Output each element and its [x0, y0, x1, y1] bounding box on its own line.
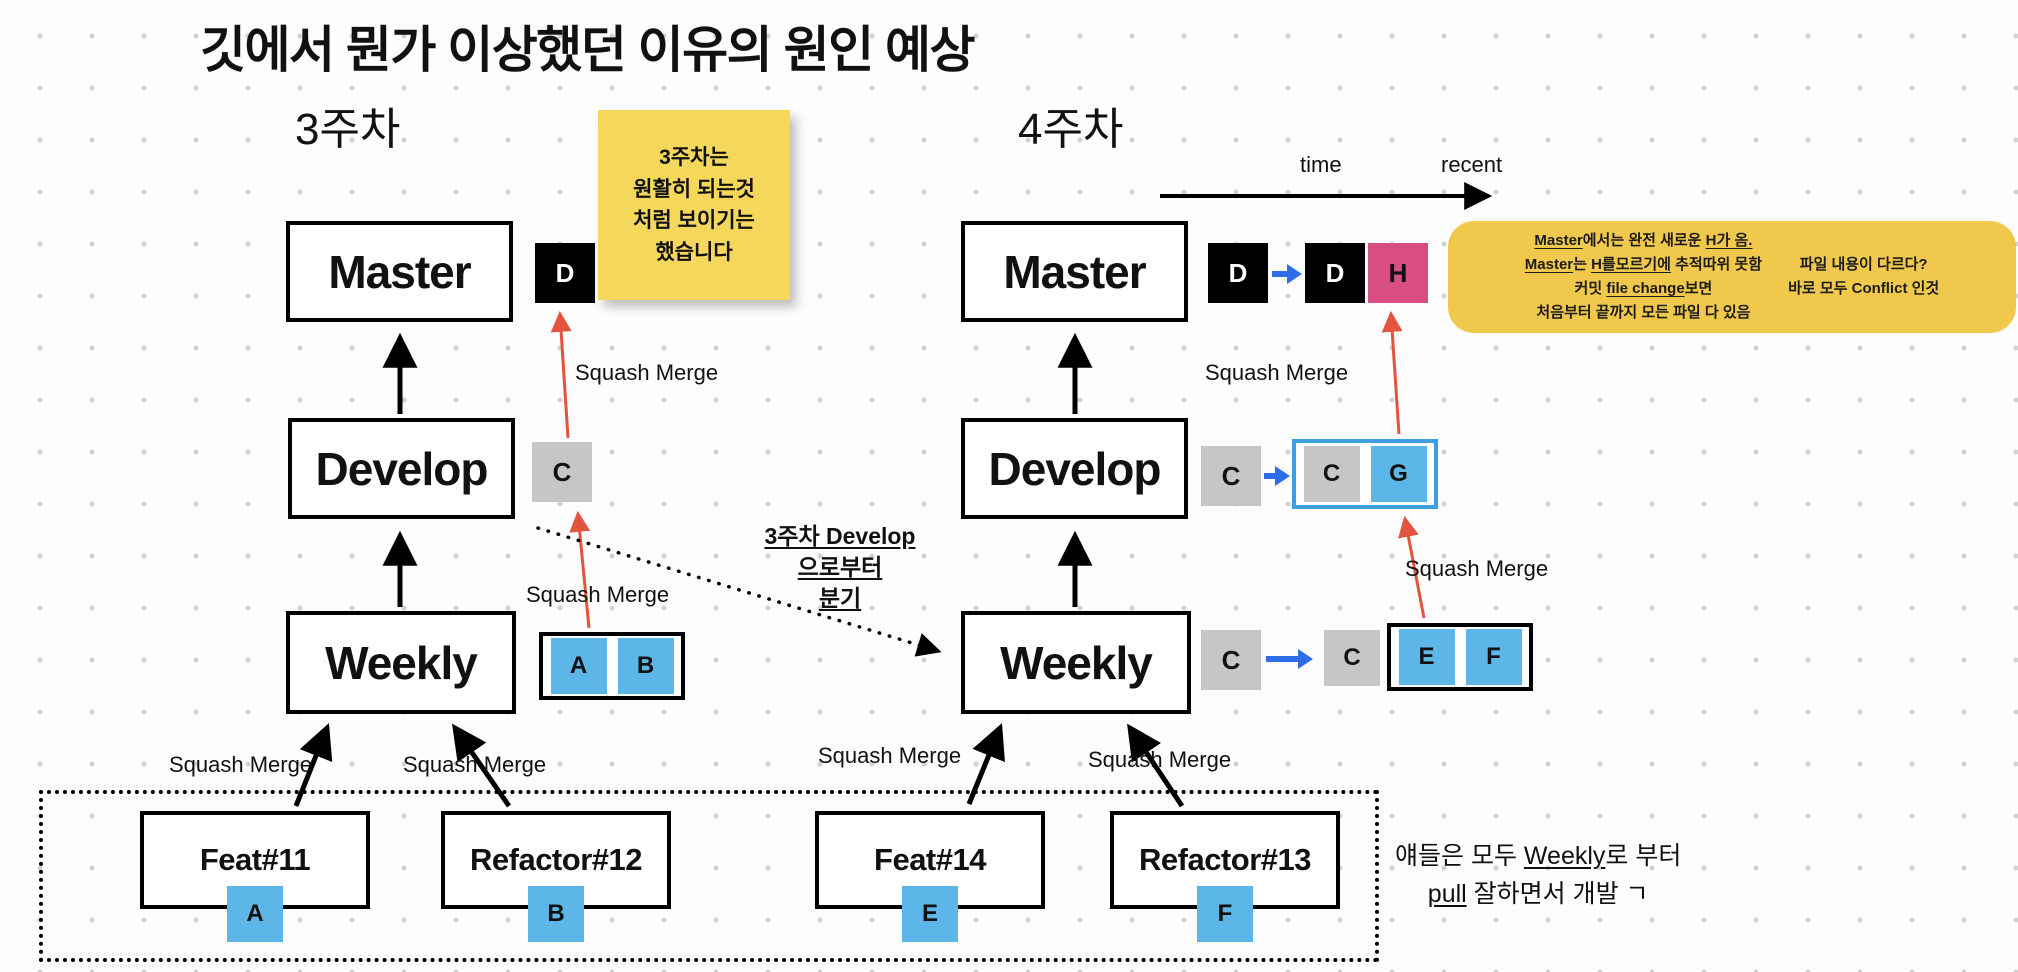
callout-text: H를모르기에: [1591, 256, 1671, 273]
squash-merge-label: Squash Merge: [818, 743, 962, 768]
fork-note-line: 3주차 Develop: [764, 523, 916, 549]
time-label: time: [1300, 152, 1342, 177]
week3-label[interactable]: 3주차: [295, 105, 401, 154]
callout-text: Master: [1534, 232, 1583, 249]
branch-label: Weekly: [1000, 636, 1153, 689]
branch-label: Develop: [988, 442, 1162, 495]
branch-label: Develop: [315, 442, 489, 495]
callout-text: 커밋: [1574, 280, 1607, 297]
branch-box-master-week4[interactable]: Master: [961, 221, 1188, 322]
sticky-line: 원활히 되는것: [633, 177, 755, 201]
bottom-note-text: 잘하면서 개발 ㄱ: [1466, 879, 1649, 908]
fork-note: 3주차 Develop 으로부터 분기: [745, 521, 935, 614]
callout-right-column: 파일 내용이 다르다? 바로 모두 Conflict 인것: [1788, 253, 1939, 301]
commit-b-feature[interactable]: B: [528, 886, 584, 942]
squash-merge-label: Squash Merge: [1205, 360, 1349, 385]
squash-merge-label: Squash Merge: [575, 360, 719, 385]
commit-a[interactable]: A: [550, 638, 607, 694]
callout-text: 처음부터 끝까지 모든 파일 다 있음: [1536, 304, 1751, 321]
squash-merge-label: Squash Merge: [1405, 556, 1549, 581]
feature-label: Feat#11: [199, 842, 311, 877]
branch-box-weekly-week4[interactable]: Weekly: [961, 611, 1191, 714]
commit-g[interactable]: G: [1370, 446, 1427, 502]
arrow-squash-g-to-h: [1381, 310, 1403, 435]
branch-box-develop-week3[interactable]: Develop: [288, 418, 515, 519]
callout-text: 는: [1573, 256, 1592, 273]
commit-h[interactable]: H: [1368, 243, 1428, 303]
bottom-note-text: pull: [1427, 879, 1467, 908]
callout-text: H가 옴.: [1705, 232, 1753, 249]
commit-group-ab[interactable]: A B: [539, 632, 685, 700]
page-title: 깃에서 뭔가 이상했던 이유의 원인 예상: [200, 22, 975, 78]
branch-box-weekly-week3[interactable]: Weekly: [286, 611, 516, 714]
branch-label: Master: [328, 245, 471, 298]
feature-label: Refactor#13: [1139, 842, 1311, 877]
feature-label: Refactor#12: [470, 842, 642, 877]
feature-group-border: [39, 790, 1379, 962]
callout-text: 바로 모두 Conflict 인것: [1788, 280, 1940, 297]
squash-merge-label: Squash Merge: [169, 752, 313, 777]
bottom-note-text: Weekly: [1523, 842, 1606, 870]
squash-merge-label: Squash Merge: [1088, 747, 1232, 772]
recent-label: recent: [1441, 152, 1503, 177]
bottom-note-text: 로 부터: [1605, 842, 1682, 870]
squash-merge-label: Squash Merge: [403, 752, 547, 777]
commit-f-feature[interactable]: F: [1197, 886, 1253, 942]
branch-label: Weekly: [325, 636, 478, 689]
week4-label[interactable]: 4주차: [1018, 105, 1124, 154]
conflict-callout[interactable]: Master에서는 완전 새로운 H가 옴. Master는 H를모르기에 추적…: [1448, 221, 2016, 333]
callout-left-column: Master에서는 완전 새로운 H가 옴. Master는 H를모르기에 추적…: [1525, 229, 1762, 325]
fork-note-line: 으로부터: [797, 554, 883, 581]
commit-b[interactable]: B: [617, 638, 674, 694]
arrow-blue-develop-head: [1275, 466, 1290, 486]
commit-d-after-week4[interactable]: D: [1305, 243, 1365, 303]
arrow-squash-ab-to-c: [569, 510, 591, 629]
sticky-note[interactable]: 3주차는 원활히 되는것 처럼 보이기는 했습니다: [598, 110, 790, 300]
commit-c-week3[interactable]: C: [532, 442, 592, 502]
branch-label: Master: [1003, 245, 1146, 298]
callout-text: 에서는 완전 새로운: [1582, 232, 1706, 249]
commit-group-cg[interactable]: C G: [1292, 439, 1438, 509]
bottom-note: 얘들은 모두 Weekly로 부터 pull 잘하면서 개발 ㄱ: [1395, 838, 1681, 913]
commit-f[interactable]: F: [1465, 629, 1522, 685]
callout-text: 추적따위 못함: [1670, 256, 1763, 273]
branch-box-master-week3[interactable]: Master: [286, 221, 513, 322]
fork-note-line: 분기: [818, 585, 862, 612]
sticky-line: 처럼 보이기는: [633, 209, 755, 232]
commit-c-weekly-before[interactable]: C: [1201, 630, 1261, 690]
commit-c-develop-before[interactable]: C: [1201, 446, 1261, 506]
arrow-blue-weekly-head: [1298, 649, 1313, 669]
commit-group-ef[interactable]: E F: [1387, 623, 1533, 691]
commit-e-feature[interactable]: E: [902, 886, 958, 942]
commit-c-develop-after[interactable]: C: [1303, 446, 1360, 502]
bottom-note-text: 얘들은 모두: [1395, 842, 1524, 870]
callout-text: Master: [1524, 256, 1574, 273]
commit-d-week3[interactable]: D: [535, 243, 595, 303]
commit-a-feature[interactable]: A: [227, 886, 283, 942]
sticky-line: 3주차는: [659, 146, 729, 169]
branch-box-develop-week4[interactable]: Develop: [961, 418, 1188, 519]
arrow-squash-c-to-d: [550, 310, 572, 439]
callout-text: 보면: [1684, 280, 1713, 297]
squash-merge-label: Squash Merge: [526, 582, 670, 607]
callout-text: 파일 내용이 다르다?: [1799, 256, 1928, 273]
sticky-line: 했습니다: [655, 240, 733, 264]
feature-label: Feat#14: [874, 842, 986, 877]
commit-e[interactable]: E: [1398, 629, 1455, 685]
callout-text: file change: [1606, 280, 1685, 297]
commit-d-before-week4[interactable]: D: [1208, 243, 1268, 303]
commit-c-weekly-after[interactable]: C: [1324, 630, 1380, 686]
arrow-blue-master-head: [1287, 264, 1302, 284]
